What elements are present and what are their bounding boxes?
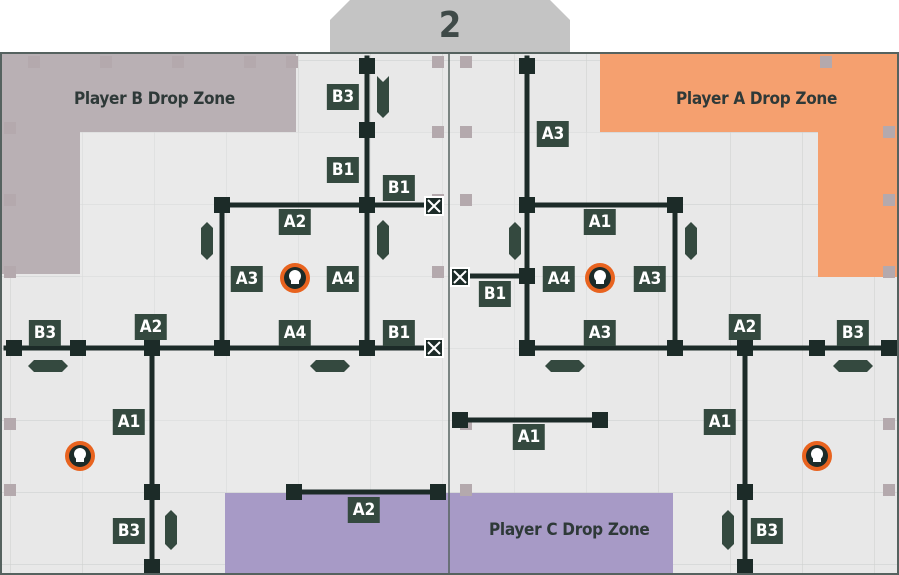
door-label: A2 — [134, 314, 168, 340]
door-label: A2 — [728, 314, 762, 340]
door-label: B1 — [326, 157, 360, 183]
board-border — [0, 52, 899, 575]
zone-b-label: Player B Drop Zone — [74, 89, 235, 109]
door-label: B1 — [382, 175, 416, 201]
door-label: B3 — [112, 518, 146, 544]
wall-joints — [6, 58, 897, 575]
zone-a-area — [600, 54, 897, 277]
door-label: B3 — [750, 518, 784, 544]
barricade-icon — [28, 76, 873, 550]
door-crossed-icon — [424, 196, 470, 358]
door-label: B3 — [28, 320, 62, 346]
map-number-tab — [330, 0, 570, 52]
door-label: B1 — [382, 320, 416, 346]
door-label: A1 — [112, 409, 146, 435]
door-label: A4 — [278, 320, 312, 346]
door-label: A2 — [347, 497, 381, 523]
map-number: 2 — [438, 5, 462, 46]
door-label: A2 — [278, 209, 312, 235]
zone-c-label: Player C Drop Zone — [489, 520, 650, 540]
door-label: A4 — [542, 266, 576, 292]
game-board — [0, 52, 899, 575]
door-label: A1 — [512, 424, 546, 450]
door-label: A4 — [326, 266, 360, 292]
door-label: B1 — [478, 281, 512, 307]
door-label: A3 — [536, 121, 570, 147]
tab-shape — [330, 0, 570, 52]
door-label: B3 — [326, 84, 360, 110]
zone-a-label: Player A Drop Zone — [676, 89, 838, 109]
door-label: A1 — [583, 209, 617, 235]
door-label: A3 — [633, 266, 667, 292]
zone-b-area — [2, 54, 296, 274]
door-label: B3 — [836, 320, 870, 346]
skull-faces — [74, 270, 823, 462]
door-label: A3 — [583, 320, 617, 346]
door-label: A1 — [703, 409, 737, 435]
door-label: A3 — [230, 266, 264, 292]
